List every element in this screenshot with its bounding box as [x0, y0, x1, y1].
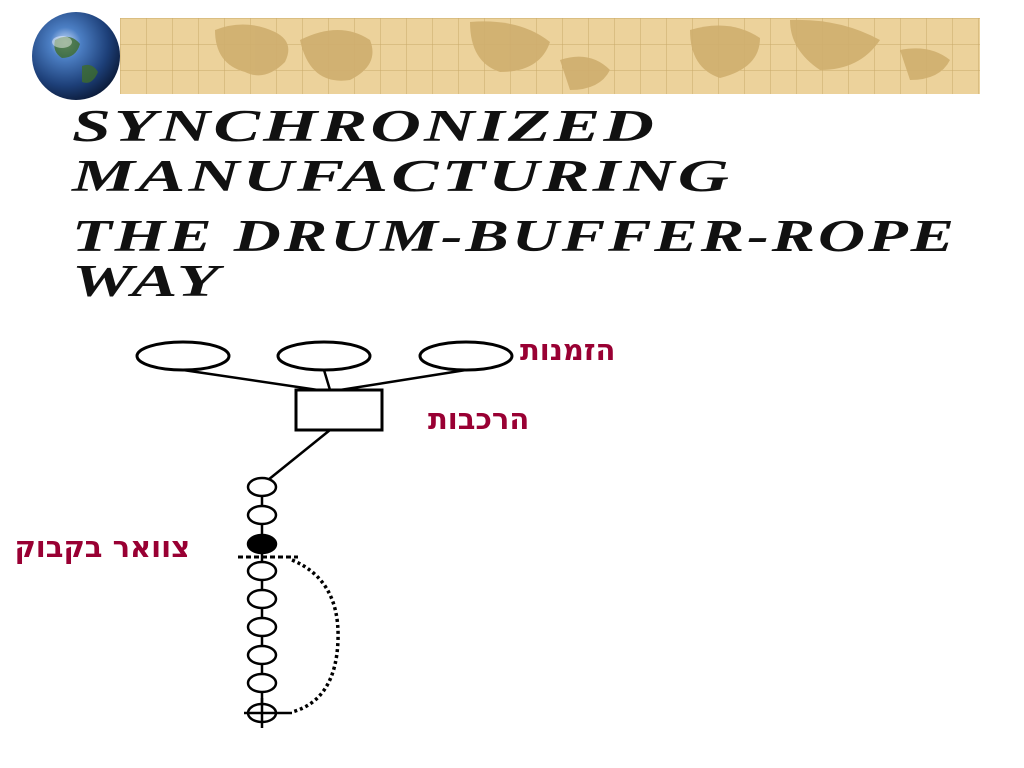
slide-title-line-1: SYNCHRONIZED: [72, 101, 657, 151]
bottleneck-node: [246, 533, 278, 555]
process-node-2: [246, 504, 278, 526]
slide-title-line-3: THE DRUM-BUFFER-ROPE: [72, 211, 957, 261]
assembly-box: [294, 388, 384, 432]
process-node-1: [246, 476, 278, 498]
bottleneck-label: צוואר בקבוק: [14, 530, 190, 564]
order-node-3: [418, 340, 514, 372]
assembly-connector: [267, 429, 331, 481]
order-connector-1: [182, 368, 319, 392]
world-map-banner: [32, 12, 980, 100]
order-connector-3: [339, 368, 467, 392]
order-node-2: [276, 340, 372, 372]
globe-icon: [32, 12, 120, 100]
orders-label: הזמנות: [520, 333, 616, 367]
process-node-7: [246, 672, 278, 694]
process-node-3: [246, 560, 278, 582]
slide-title-line-4: WAY: [72, 256, 222, 306]
rope-line: [291, 558, 340, 714]
drum-buffer-rope-diagram: [135, 340, 514, 728]
order-node-1: [135, 340, 231, 372]
process-node-5: [246, 616, 278, 638]
slide-title-line-2: MANUFACTURING: [72, 151, 732, 201]
process-node-6: [246, 644, 278, 666]
process-node-4: [246, 588, 278, 610]
assembly-label: הרכבות: [428, 402, 530, 436]
order-connector-2: [322, 369, 332, 391]
